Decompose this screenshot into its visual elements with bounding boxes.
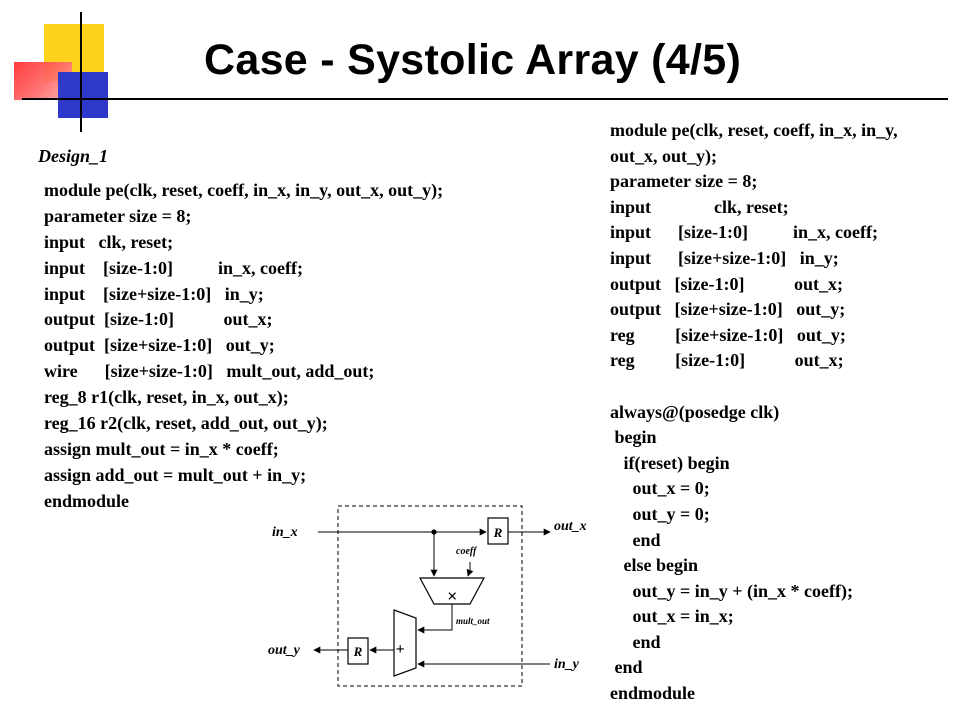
right-code-line: reg [size+size-1:0] out_y; bbox=[610, 324, 846, 345]
register-out-x bbox=[487, 517, 509, 545]
in-x-label: in_x bbox=[272, 525, 298, 540]
left-code-block: module pe(clk, reset, coeff, in_x, in_y,… bbox=[44, 178, 443, 515]
right-code-line: out_x = 0; bbox=[610, 478, 710, 499]
left-code-line: output [size+size-1:0] out_y; bbox=[44, 335, 275, 356]
right-code-line: end bbox=[610, 529, 661, 550]
slide-title: Case - Systolic Array (4/5) bbox=[204, 36, 742, 84]
right-code-line: input clk, reset; bbox=[610, 196, 789, 217]
left-code-line: input clk, reset; bbox=[44, 231, 174, 252]
decor-blue-square bbox=[58, 72, 108, 118]
left-code-line: parameter size = 8; bbox=[44, 205, 192, 226]
coeff-label: coeff bbox=[456, 546, 478, 557]
right-code-line: parameter size = 8; bbox=[610, 171, 758, 192]
left-code-line: reg_8 r1(clk, reset, in_x, out_x); bbox=[44, 387, 289, 408]
right-code-line: reg [size-1:0] out_x; bbox=[610, 350, 844, 371]
title-underline bbox=[22, 98, 948, 100]
register-out-y-label: R bbox=[353, 644, 363, 659]
pe-boundary bbox=[337, 505, 523, 687]
right-code-line: out_y = 0; bbox=[610, 503, 710, 524]
multiplier-unit bbox=[418, 577, 486, 605]
left-code-line: reg_16 r2(clk, reset, add_out, out_y); bbox=[44, 413, 328, 434]
out-x-label: out_x bbox=[554, 519, 587, 534]
right-code-line: end bbox=[610, 657, 643, 678]
right-code-line: output [size+size-1:0] out_y; bbox=[610, 299, 846, 320]
left-code-line: assign mult_out = in_x * coeff; bbox=[44, 438, 279, 459]
right-code-line: if(reset) begin bbox=[610, 452, 730, 473]
right-code-line bbox=[610, 374, 898, 400]
right-code-line: input [size-1:0] in_x, coeff; bbox=[610, 222, 878, 243]
out-y-label: out_y bbox=[268, 643, 301, 658]
left-code-line: endmodule bbox=[44, 490, 130, 511]
mult-out-label: mult_out bbox=[456, 616, 490, 626]
left-code-line: module pe(clk, reset, coeff, in_x, in_y,… bbox=[44, 180, 444, 200]
mult-out-wire bbox=[417, 604, 453, 634]
add-symbol: + bbox=[395, 641, 404, 658]
right-code-block: module pe(clk, reset, coeff, in_x, in_y,… bbox=[610, 118, 898, 707]
right-code-line: out_y = in_y + (in_x * coeff); bbox=[610, 580, 854, 601]
register-out-y bbox=[347, 637, 369, 665]
right-code-line: module pe(clk, reset, coeff, in_x, in_y, bbox=[610, 120, 898, 140]
right-code-line: begin bbox=[610, 427, 657, 448]
register-out-x-label: R bbox=[493, 525, 503, 540]
right-code-line: out_x = in_x; bbox=[610, 606, 734, 627]
right-code-line: else begin bbox=[610, 555, 699, 576]
right-code-line: output [size-1:0] out_x; bbox=[610, 273, 843, 294]
multiply-symbol: × bbox=[447, 586, 457, 606]
adder-unit bbox=[393, 609, 417, 677]
right-code-line: out_x, out_y); bbox=[610, 145, 717, 166]
left-code-line: input [size+size-1:0] in_y; bbox=[44, 283, 264, 304]
left-code-line: input [size-1:0] in_x, coeff; bbox=[44, 257, 303, 278]
left-code-line: assign add_out = mult_out + in_y; bbox=[44, 464, 307, 485]
right-code-line: input [size+size-1:0] in_y; bbox=[610, 247, 839, 268]
decor-vertical-rule bbox=[80, 12, 82, 132]
right-code-line: always@(posedge clk) bbox=[610, 401, 780, 422]
design-label: Design_1 bbox=[38, 146, 109, 166]
pe-block-diagram: R × + R in_x out_x coeff mult_out out_y … bbox=[268, 505, 587, 687]
right-code-line: end bbox=[610, 631, 661, 652]
coeff-wire bbox=[466, 562, 474, 577]
in-y-label: in_y bbox=[554, 657, 580, 672]
left-code-line: output [size-1:0] out_x; bbox=[44, 309, 273, 330]
right-code-line: endmodule bbox=[610, 683, 696, 704]
left-code-line: wire [size+size-1:0] mult_out, add_out; bbox=[44, 361, 375, 382]
